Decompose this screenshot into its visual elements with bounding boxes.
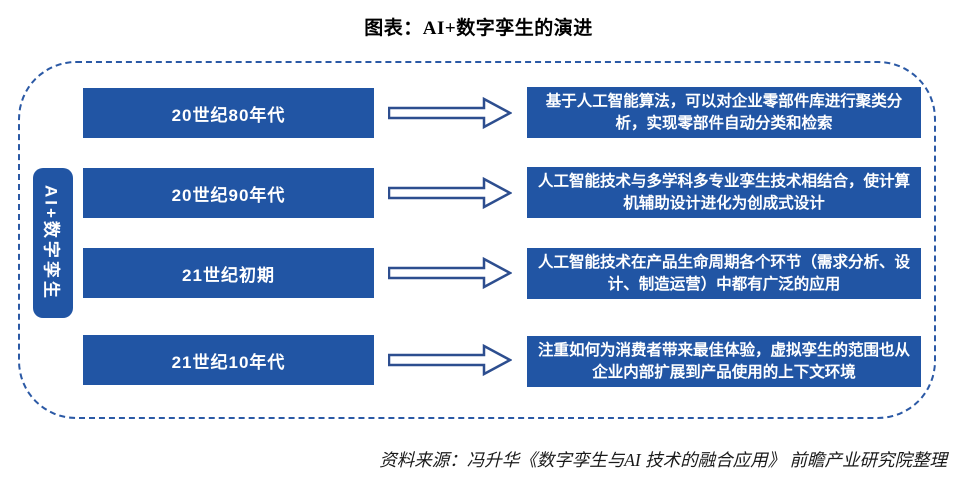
period-label: 20世纪80年代 [171,105,286,125]
right-arrow-icon [388,176,512,210]
description-box-early-21c: 人工智能技术在产品生命周期各个环节（需求分析、设计、制造运营）中都有广泛的应用 [527,248,921,299]
source-attribution: 资料来源：冯升华《数字孪生与AI 技术的融合应用》 前瞻产业研究院整理 [379,450,947,470]
description-box-2010s: 注重如何为消费者带来最佳体验，虚拟孪生的范围也从企业内部扩展到产品使用的上下文环… [527,336,921,387]
side-label-text: AI+数字孪生 [41,185,61,301]
period-box-1980s: 20世纪80年代 [83,88,374,138]
side-label-box: AI+数字孪生 [33,168,73,318]
page-title: 图表：AI+数字孪生的演进 [364,18,593,39]
description-box-1980s: 基于人工智能算法，可以对企业零部件库进行聚类分析，实现零部件自动分类和检索 [527,87,921,138]
period-label: 21世纪10年代 [171,352,286,372]
description-text: 基于人工智能算法，可以对企业零部件库进行聚类分析，实现零部件自动分类和检索 [545,92,903,132]
period-label: 21世纪初期 [182,265,275,285]
description-text: 注重如何为消费者带来最佳体验，虚拟孪生的范围也从企业内部扩展到产品使用的上下文环… [537,341,910,381]
period-box-early-21c: 21世纪初期 [83,248,374,298]
period-box-1990s: 20世纪90年代 [83,168,374,218]
right-arrow-icon [388,343,512,377]
description-text: 人工智能技术在产品生命周期各个环节（需求分析、设计、制造运营）中都有广泛的应用 [537,253,910,293]
right-arrow-icon [388,96,512,130]
period-label: 20世纪90年代 [171,185,286,205]
description-text: 人工智能技术与多学科多专业孪生技术相结合，使计算机辅助设计进化为创成式设计 [537,172,910,212]
dashed-frame [18,61,936,419]
description-box-1990s: 人工智能技术与多学科多专业孪生技术相结合，使计算机辅助设计进化为创成式设计 [527,167,921,218]
period-box-2010s: 21世纪10年代 [83,335,374,385]
right-arrow-icon [388,256,512,290]
